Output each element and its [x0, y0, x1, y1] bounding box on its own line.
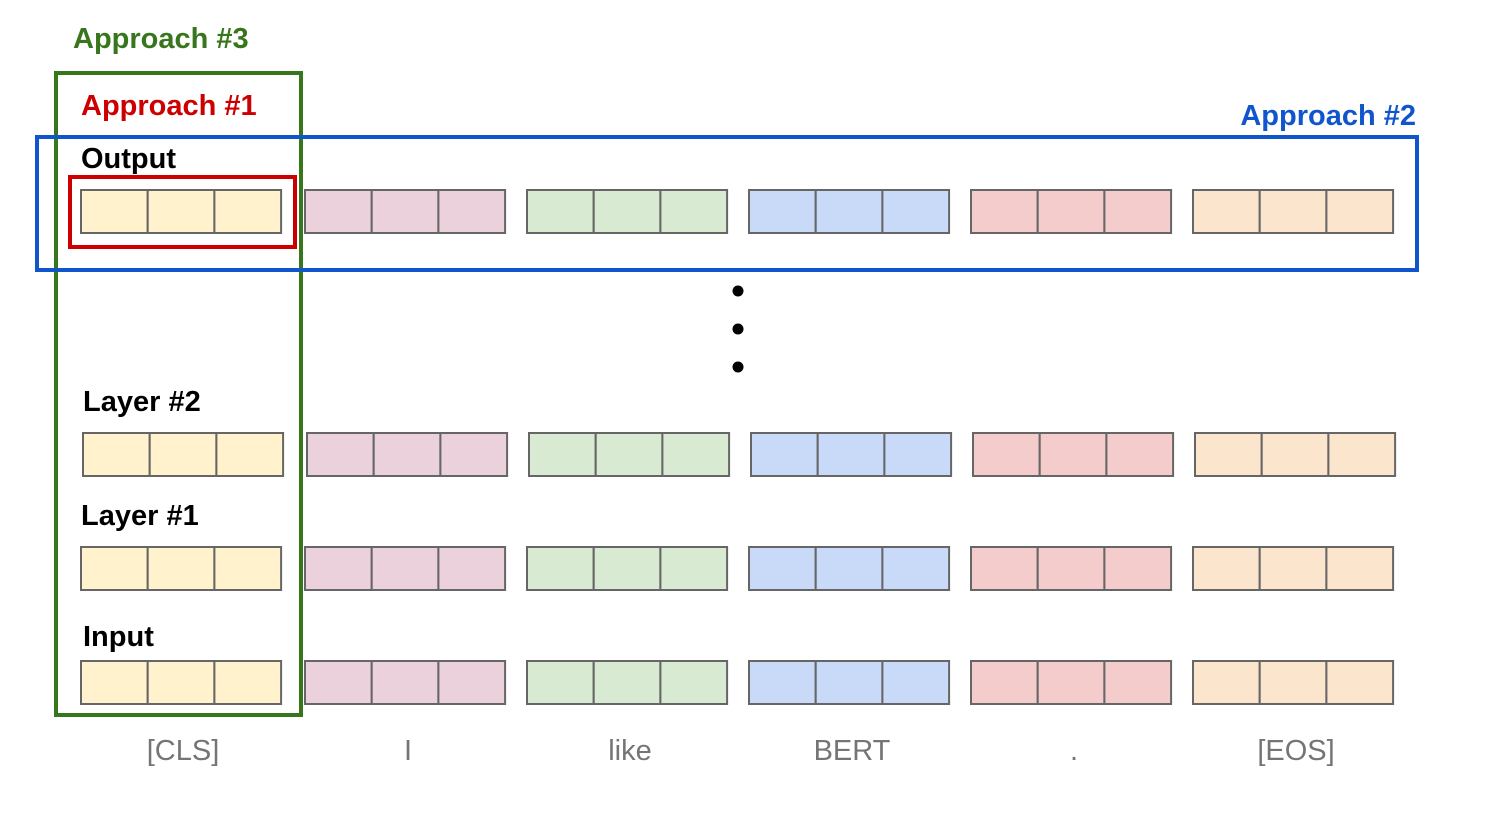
embedding-cell: [816, 432, 886, 477]
embedding-cell: [1325, 189, 1395, 234]
embedding-cell: [814, 660, 884, 705]
embedding-cell: [970, 546, 1039, 591]
embedding-cell: [1103, 189, 1173, 234]
embedding-cell: [213, 660, 283, 705]
embedding-cell: [748, 660, 817, 705]
embedding-cell: [1327, 432, 1397, 477]
token-label: like: [608, 735, 652, 767]
embedding-cell: [370, 660, 440, 705]
embedding-cell: [526, 546, 595, 591]
ellipsis-dots: [732, 285, 744, 373]
embedding-cell: [1036, 546, 1106, 591]
embedding-cell: [306, 432, 375, 477]
token-label: .: [1070, 735, 1078, 767]
embedding-cell: [215, 432, 285, 477]
approach-2-box: [35, 135, 1419, 272]
embedding-cell: [881, 189, 951, 234]
token-label: I: [404, 735, 412, 767]
embedding-cell: [437, 660, 507, 705]
token-label: [CLS]: [147, 735, 220, 767]
embedding-cell: [748, 546, 817, 591]
embedding-cell: [594, 432, 664, 477]
token-label: [EOS]: [1257, 735, 1334, 767]
row-label-input: Input: [83, 621, 154, 653]
embedding-cell: [750, 432, 819, 477]
embedding-cell: [659, 546, 729, 591]
embedding-cell: [1192, 660, 1261, 705]
embedding-cell: [661, 432, 731, 477]
embedding-cell: [1325, 660, 1395, 705]
embedding-cell: [748, 189, 817, 234]
ellipsis-dot: [732, 285, 744, 297]
ellipsis-dot: [732, 361, 744, 373]
embedding-cell: [881, 660, 951, 705]
embedding-cell: [592, 660, 662, 705]
embedding-cell: [659, 660, 729, 705]
embedding-cell: [526, 660, 595, 705]
embedding-cell: [437, 189, 507, 234]
row-label-layer-1: Layer #1: [81, 500, 199, 532]
embedding-cell: [370, 189, 440, 234]
embedding-cell: [1192, 189, 1261, 234]
ellipsis-dot: [732, 323, 744, 335]
approach-1-box: [68, 175, 297, 249]
embedding-cell: [1258, 660, 1328, 705]
embedding-cell: [1103, 660, 1173, 705]
embedding-cell: [372, 432, 442, 477]
embedding-cell: [970, 189, 1039, 234]
embedding-cell: [1192, 546, 1261, 591]
embedding-cell: [1258, 546, 1328, 591]
row-label-layer-2: Layer #2: [83, 386, 201, 418]
embedding-cell: [370, 546, 440, 591]
embedding-cell: [213, 189, 283, 234]
embedding-cell: [1036, 660, 1106, 705]
embedding-cell: [148, 432, 218, 477]
approach-1-label: Approach #1: [81, 90, 257, 122]
embedding-cell: [1325, 546, 1395, 591]
row-label-output: Output: [81, 143, 176, 175]
embedding-cell: [1103, 546, 1173, 591]
embedding-cell: [814, 189, 884, 234]
embedding-cell: [883, 432, 953, 477]
embedding-cell: [80, 546, 149, 591]
embedding-cell: [80, 189, 149, 234]
embedding-cell: [592, 546, 662, 591]
embedding-cell: [1105, 432, 1175, 477]
embedding-cell: [146, 189, 216, 234]
embedding-cell: [881, 546, 951, 591]
embedding-cell: [1036, 189, 1106, 234]
embedding-cell: [146, 660, 216, 705]
embedding-cell: [304, 546, 373, 591]
embedding-cell: [814, 546, 884, 591]
approach-2-label: Approach #2: [1240, 100, 1416, 132]
embedding-cell: [146, 546, 216, 591]
embedding-cell: [528, 432, 597, 477]
embedding-cell: [82, 432, 151, 477]
embedding-cell: [439, 432, 509, 477]
embedding-cell: [526, 189, 595, 234]
token-labels: [CLS] I like BERT . [EOS]: [147, 735, 1335, 767]
embedding-cell: [213, 546, 283, 591]
embedding-cell: [1260, 432, 1330, 477]
embedding-cell: [80, 660, 149, 705]
embedding-cell: [1258, 189, 1328, 234]
embedding-cell: [1194, 432, 1263, 477]
embedding-cell: [592, 189, 662, 234]
embedding-cell: [1038, 432, 1108, 477]
approach-3-box: [54, 71, 303, 717]
token-label: BERT: [814, 735, 891, 767]
embedding-cell: [972, 432, 1041, 477]
embedding-cell: [659, 189, 729, 234]
approach-3-label: Approach #3: [73, 23, 249, 55]
embedding-grid: [80, 189, 1397, 705]
embedding-cell: [970, 660, 1039, 705]
embedding-cell: [437, 546, 507, 591]
embedding-cell: [304, 189, 373, 234]
embedding-cell: [304, 660, 373, 705]
